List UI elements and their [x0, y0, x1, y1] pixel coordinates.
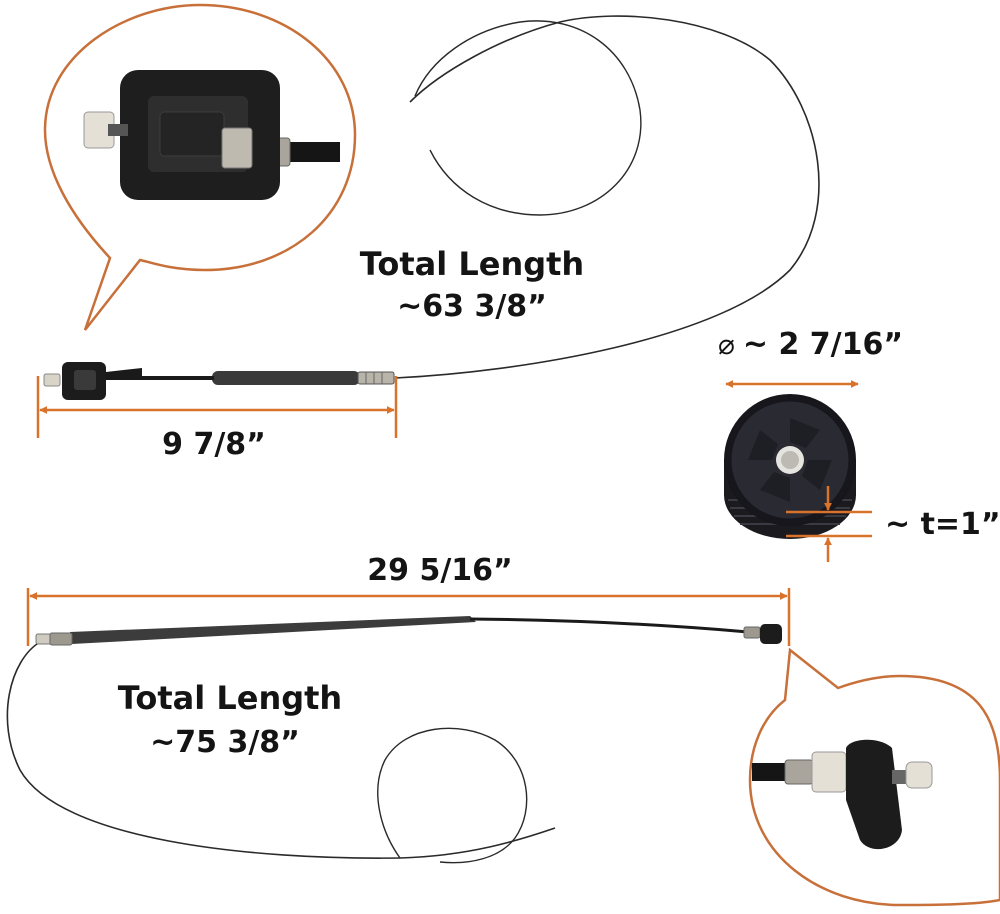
- bottom-total-length-value: ~75 3/8”: [150, 725, 300, 760]
- bottom-total-length-label: Total Length: [117, 679, 343, 717]
- cable-end-fitting-icon: [43, 362, 142, 400]
- top-total-length-value: ~63 3/8”: [397, 289, 547, 324]
- bottom-cable-loop: [377, 727, 528, 864]
- bottom-sheath-dimension: [26, 588, 791, 646]
- bottom-detail-connector-photo: [752, 739, 933, 850]
- bottom-cable-assembly: [6, 616, 782, 864]
- bottom-cable-end-fitting: [743, 624, 782, 644]
- bottom-cable-sheath: [70, 616, 476, 644]
- pulley-diameter-value: ~ 2 7/16”: [742, 327, 904, 362]
- top-sheath-dimension-label: 9 7/8”: [162, 427, 266, 462]
- top-sheath-dimension: [36, 376, 398, 438]
- bottom-detail-callout: [748, 647, 1000, 907]
- top-cable-wire: [394, 15, 820, 379]
- diameter-symbol-icon: ⌀: [718, 328, 735, 361]
- pulley-diameter-label: ⌀~ 2 7/16”: [718, 330, 903, 360]
- top-cable-ferrule: [357, 371, 395, 385]
- top-detail-callout: [43, 3, 357, 331]
- bottom-cable-wire: [6, 641, 556, 859]
- top-cable-loop: [414, 20, 642, 216]
- pulley-drum-icon: [724, 394, 856, 539]
- pulley-thickness-dimension: [786, 486, 872, 562]
- top-cable-sheath: [212, 371, 360, 385]
- top-detail-connector-photo: [83, 70, 340, 200]
- bottom-sheath-dimension-label: 29 5/16”: [367, 553, 513, 588]
- top-total-length-label: Total Length: [359, 245, 585, 283]
- top-cable-assembly: [43, 15, 820, 400]
- pulley-thickness-label: ~ t=1”: [885, 507, 1000, 542]
